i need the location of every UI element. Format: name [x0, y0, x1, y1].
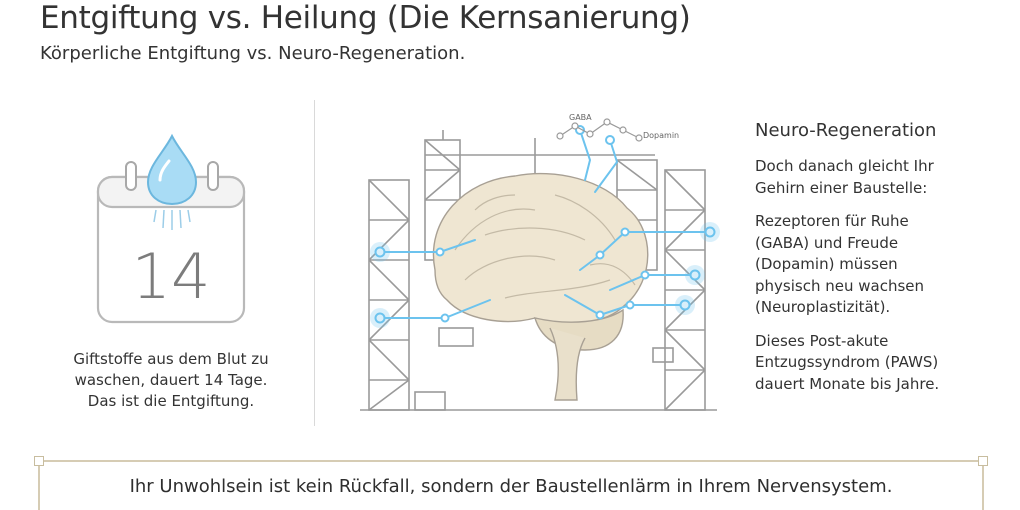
neuro-line: (Dopamin) müssen [755, 255, 898, 273]
brain-construction-illustration: GABA Dopamin [360, 113, 720, 411]
neuro-line: Gehirn einer Baustelle: [755, 178, 928, 197]
neuro-line: Rezeptoren für Ruhe [755, 212, 909, 230]
bottom-banner: Ihr Unwohlsein ist kein Rückfall, sonder… [34, 456, 988, 510]
detox-description: Giftstoffe aus dem Blut zu waschen, daue… [40, 349, 302, 412]
dopamin-label: Dopamin [643, 131, 679, 140]
detox-line: Giftstoffe aus dem Blut zu [73, 350, 269, 368]
column-divider [314, 100, 315, 426]
banner-corner [978, 456, 988, 466]
gaba-label: GABA [569, 113, 592, 122]
detox-line: Das ist die Entgiftung. [87, 392, 255, 410]
neuro-heading: Neuro-Regeneration [755, 120, 937, 141]
neuro-line: dauert Monate bis Jahre. [755, 374, 940, 393]
neuro-paragraph: Dieses Post-akute Entzugssyndrom (PAWS) … [755, 331, 1005, 396]
neuro-paragraph: Doch danach gleicht Ihr Gehirn einer Bau… [755, 156, 1005, 199]
neuro-line: (GABA) und Freude [755, 233, 899, 252]
page-subtitle: Körperliche Entgiftung vs. Neuro-Regener… [40, 43, 466, 64]
neuro-line: Doch danach gleicht Ihr [755, 157, 934, 175]
calendar-number: 14 [132, 240, 211, 313]
page-title: Entgiftung vs. Heilung (Die Kernsanierun… [40, 0, 691, 36]
neuro-line: physisch neu wachsen [755, 276, 924, 295]
neuro-line: Dieses Post-akute [755, 331, 889, 350]
detox-line: waschen, dauert 14 Tage. [74, 371, 268, 389]
neuro-paragraph: Rezeptoren für Ruhe (GABA) und Freude (D… [755, 211, 1005, 319]
banner-corner [34, 456, 44, 466]
calendar-icon: 14 [96, 133, 246, 324]
neuro-line: (Neuroplastizität). [755, 298, 891, 316]
neuro-line: Entzugssyndrom (PAWS) [755, 353, 939, 371]
water-drop-icon [146, 133, 198, 230]
banner-text: Ihr Unwohlsein ist kein Rückfall, sonder… [129, 476, 893, 497]
neuro-regeneration-panel: Neuro-Regeneration Doch danach gleicht I… [755, 120, 1005, 407]
